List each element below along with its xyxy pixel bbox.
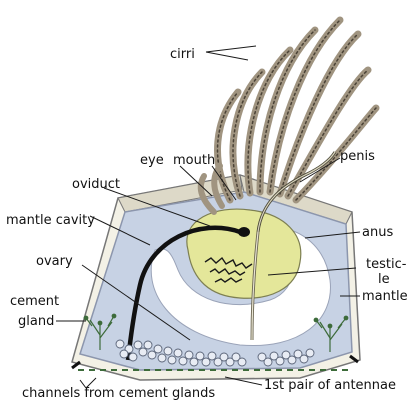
prosoma-body	[187, 209, 301, 298]
label-antennae: 1st pair of antennae	[264, 378, 396, 393]
label-cement-line2: gland	[18, 314, 54, 329]
label-mantle-cavity: mantle cavity	[6, 213, 95, 228]
label-anus: anus	[362, 225, 393, 240]
label-testicle-line1: testic-	[366, 257, 407, 272]
label-mouth: mouth	[173, 153, 215, 168]
label-mantle: mantle	[362, 289, 408, 304]
label-penis: penis	[340, 149, 375, 164]
label-channels: channels from cement glands	[22, 386, 215, 401]
label-cement-line1: cement	[10, 294, 59, 309]
label-oviduct: oviduct	[72, 177, 120, 192]
label-ovary: ovary	[36, 254, 73, 269]
label-eye: eye	[140, 153, 164, 168]
label-testicle-line2: le	[378, 272, 390, 287]
label-cirri: cirri	[170, 47, 195, 62]
